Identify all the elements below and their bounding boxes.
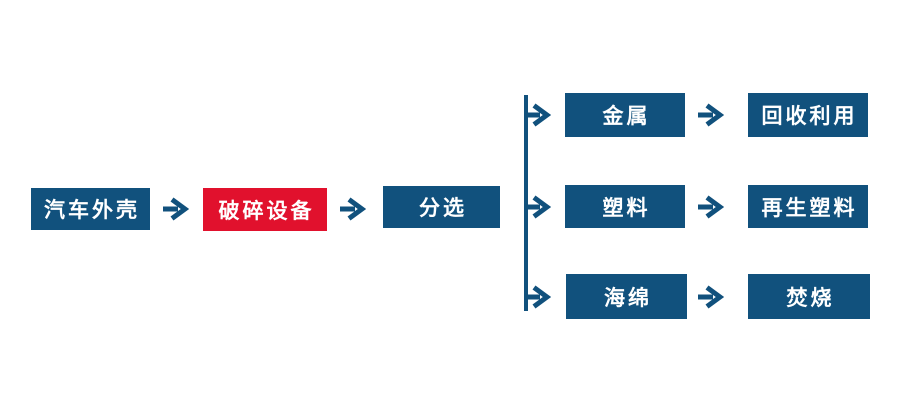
- arrow-right-icon: [340, 196, 366, 222]
- arrow-right-icon: [163, 196, 189, 222]
- node-sponge: 海绵: [566, 274, 687, 319]
- node-incineration: 焚烧: [748, 274, 870, 319]
- node-crushing-equipment: 破碎设备: [203, 188, 327, 231]
- node-sorting: 分选: [383, 186, 500, 228]
- arrow-right-icon: [698, 284, 724, 310]
- node-car-shell: 汽车外壳: [31, 188, 150, 230]
- node-recycled-plastic: 再生塑料: [748, 185, 868, 228]
- arrow-right-icon: [525, 194, 551, 220]
- arrow-right-icon: [525, 284, 551, 310]
- node-metal: 金属: [565, 93, 685, 137]
- node-recycling: 回收利用: [748, 93, 868, 137]
- arrow-right-icon: [698, 194, 724, 220]
- node-plastic: 塑料: [565, 185, 685, 228]
- arrow-right-icon: [525, 102, 551, 128]
- branch-rail-line: [524, 95, 528, 311]
- arrow-right-icon: [698, 102, 724, 128]
